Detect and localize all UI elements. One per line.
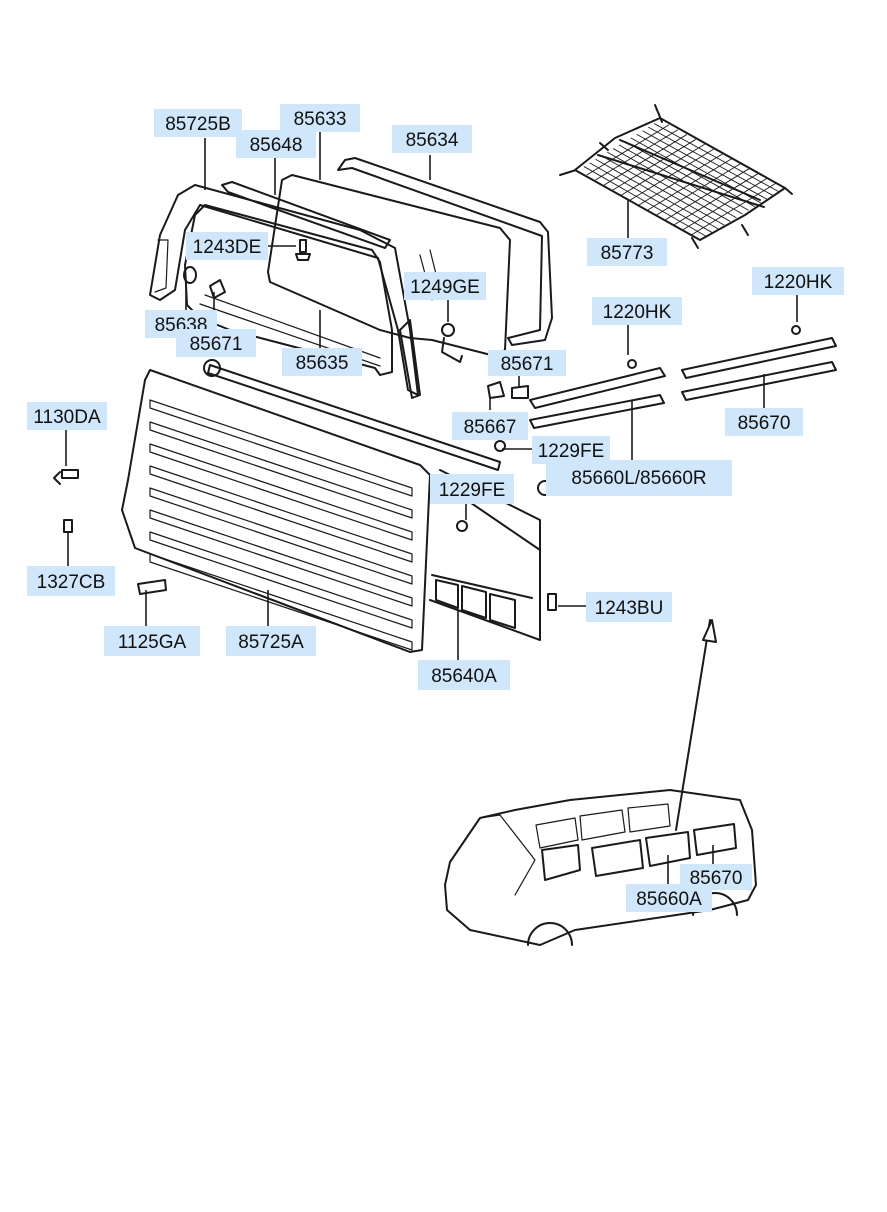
net-mesh-line (673, 173, 759, 226)
panel-rib (149, 553, 413, 651)
label-85725B: 85725B (165, 114, 231, 135)
label-bg (154, 109, 242, 137)
callout-85671-left: 85671 (176, 329, 256, 357)
label-bg (282, 348, 362, 376)
label-bg (586, 592, 672, 622)
label-bg (546, 460, 732, 496)
callout-85635: 85635 (282, 348, 362, 376)
panel-rib (149, 509, 413, 607)
label-1125GA: 1125GA (118, 632, 187, 653)
net-mesh-line (691, 182, 777, 236)
label-1243DE: 1243DE (193, 237, 262, 258)
callout-85725B: 85725B (154, 109, 242, 137)
label-1243BU: 1243BU (595, 598, 664, 619)
label-85660A: 85660A (636, 889, 702, 910)
label-1220HK-left: 1220HK (603, 302, 672, 323)
cargo-net (559, 104, 793, 249)
side-panel-assembly (53, 359, 557, 653)
label-bg (532, 436, 610, 464)
net-mesh-line (682, 177, 768, 231)
net-mesh-line (648, 126, 774, 196)
van-illustration (444, 619, 757, 946)
label-85670-van: 85670 (690, 868, 743, 889)
callout-1249GE: 1249GE (404, 272, 486, 300)
label-85635: 85635 (296, 353, 349, 374)
label-85640A: 85640A (431, 666, 497, 687)
label-1229FE-top: 1229FE (538, 441, 605, 462)
callout-85648: 85648 (236, 130, 316, 158)
label-bg (488, 350, 566, 376)
label-85660LR: 85660L/85660R (571, 468, 706, 489)
label-bg (452, 412, 528, 440)
callout-1220HK-left: 1220HK (592, 297, 682, 325)
net-mesh-line (653, 123, 780, 193)
label-1130DA: 1130DA (33, 407, 101, 428)
label-bg (587, 238, 667, 266)
label-85648: 85648 (250, 135, 303, 156)
label-bg (27, 566, 115, 596)
label-bg (104, 626, 200, 656)
label-bg (392, 125, 472, 153)
label-bg (592, 297, 682, 325)
panel-rib (149, 487, 413, 585)
label-bg (176, 329, 256, 357)
callout-1130DA: 1130DA (27, 402, 107, 430)
label-85634: 85634 (406, 130, 459, 151)
label-85670-top: 85670 (738, 413, 791, 434)
panel-rib (149, 399, 413, 497)
callout-85671-right: 85671 (488, 350, 566, 376)
callout-1229FE-top: 1229FE (532, 436, 610, 464)
label-bg (626, 884, 712, 912)
label-bg (27, 402, 107, 430)
label-bg (186, 232, 268, 260)
label-1249GE: 1249GE (410, 277, 480, 298)
callout-85725A: 85725A (226, 626, 316, 656)
panel-rib (149, 531, 413, 629)
label-85667: 85667 (464, 417, 517, 438)
net-mesh-line (638, 153, 723, 206)
label-85671-left: 85671 (190, 334, 243, 355)
callout-85660A: 85660A (626, 884, 712, 912)
panel-rib (149, 421, 413, 519)
callout-85773: 85773 (587, 238, 667, 266)
callout-labels: 85725B 85633 85648 85634 1243DE 1249GE 8… (27, 104, 844, 912)
label-1229FE-mid: 1229FE (439, 480, 506, 501)
label-bg (725, 408, 803, 436)
label-bg (280, 104, 360, 132)
net-mesh-line (642, 130, 768, 200)
net-mesh-line (664, 168, 750, 221)
label-bg (418, 660, 510, 690)
label-bg (404, 272, 486, 300)
callout-1243BU: 1243BU (586, 592, 672, 622)
label-bg (752, 267, 844, 295)
label-85773: 85773 (601, 243, 654, 264)
window-frame-assembly (149, 157, 553, 399)
panel-rib (149, 465, 413, 563)
net-mesh-line (624, 141, 749, 211)
callout-1229FE-mid: 1229FE (430, 474, 514, 504)
callout-85640A: 85640A (418, 660, 510, 690)
label-bg (236, 130, 316, 158)
callout-85660LR: 85660L/85660R (546, 460, 732, 496)
callout-1125GA: 1125GA (104, 626, 200, 656)
label-85671-right: 85671 (501, 354, 554, 375)
callout-1220HK-right: 1220HK (752, 267, 844, 295)
panel-rib (149, 443, 413, 541)
straps (529, 325, 837, 429)
leader-lines (65, 132, 798, 884)
callout-85633: 85633 (280, 104, 360, 132)
callout-85667: 85667 (452, 412, 528, 440)
label-85633: 85633 (294, 109, 347, 130)
callout-85670-top: 85670 (725, 408, 803, 436)
callout-1327CB: 1327CB (27, 566, 115, 596)
callout-85634: 85634 (392, 125, 472, 153)
callout-1243DE: 1243DE (186, 232, 268, 260)
net-mesh-line (656, 163, 741, 216)
label-85725A: 85725A (238, 632, 304, 653)
label-bg (430, 474, 514, 504)
label-1327CB: 1327CB (37, 572, 106, 593)
label-1220HK-right: 1220HK (764, 272, 833, 293)
label-bg (226, 626, 316, 656)
